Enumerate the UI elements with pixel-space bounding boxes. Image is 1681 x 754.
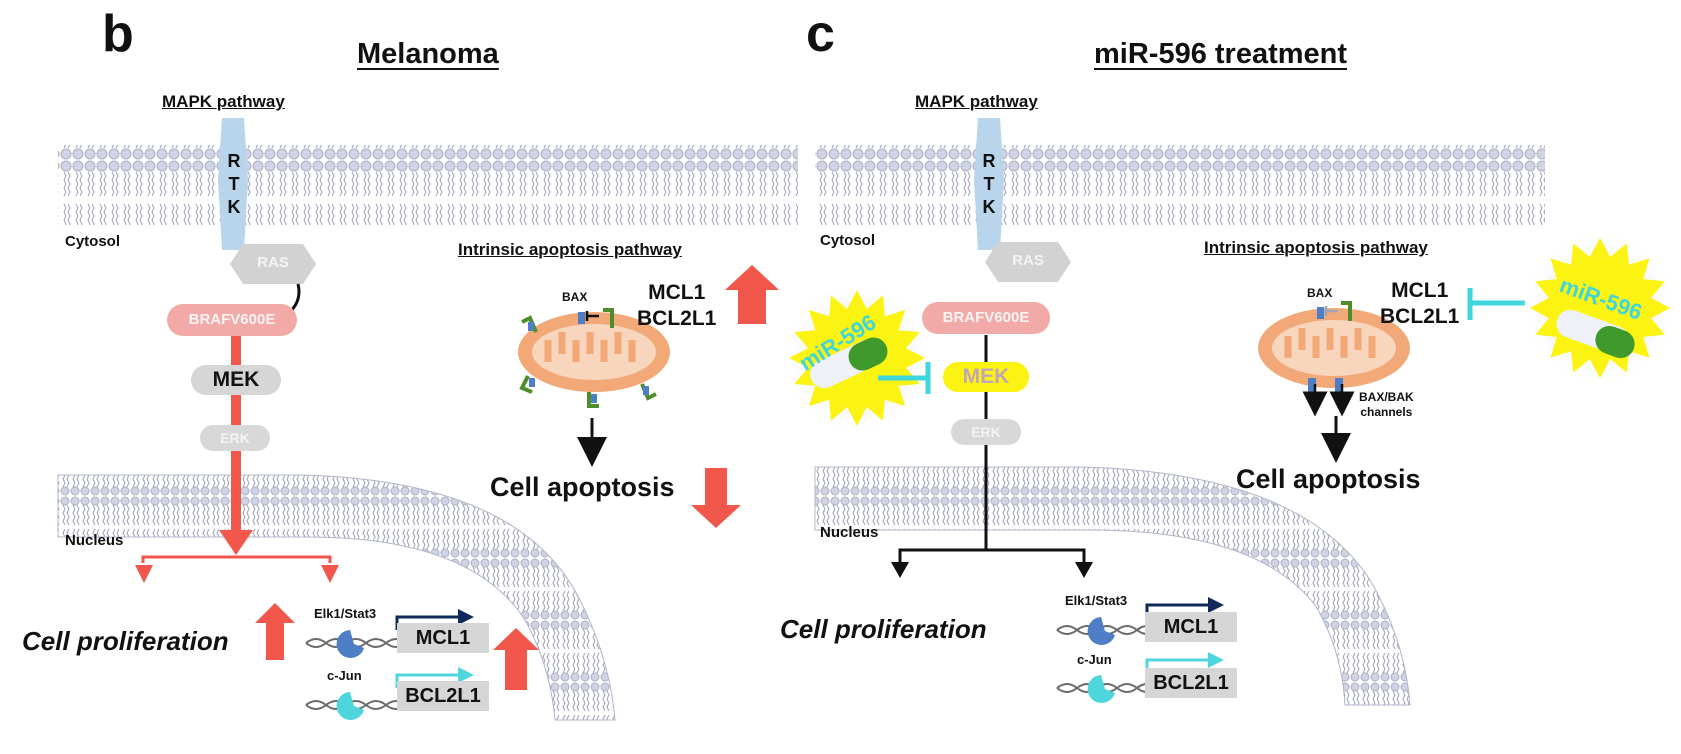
mir596-starburst-right (1520, 228, 1680, 388)
channels-label-line2: channels (1360, 405, 1413, 419)
cjun-protein-c (1087, 675, 1115, 703)
branch-lines-b (141, 555, 332, 563)
erk-to-nucleus-arrowhead-b (219, 530, 253, 555)
rtk-letter: R (227, 151, 241, 171)
apoptosis-down-arrow-b (691, 468, 741, 528)
plasma-membrane-c (815, 145, 1545, 225)
erk-to-nucleus-arrow-shaft-b (231, 450, 241, 530)
panel-b-erk-node: ERK (200, 425, 270, 451)
panel-b-genes-label: MCL1 BCL2L1 (637, 280, 716, 332)
panel-c-cytosol-label: Cytosol (820, 232, 876, 249)
panel-c-apoptosis-label: Cell apoptosis (1236, 464, 1421, 494)
bcl2-protein-top-b (603, 308, 614, 328)
bax-protein-c (1317, 307, 1324, 319)
rtk-letter: R (982, 151, 996, 171)
panel-c-channels-label: BAX/BAK channels (1359, 390, 1414, 420)
rtk-letter: T (228, 174, 240, 194)
mcl1-transcription-arrowhead-c (1208, 597, 1224, 613)
gene-label-bcl2l1: BCL2L1 (637, 307, 717, 330)
nuclear-membrane-b (57, 474, 616, 721)
branch-arrowhead-right-c (1075, 562, 1093, 578)
mir596-inhibits-genes-symbol (1467, 288, 1525, 320)
panel-b-title: Melanoma (357, 38, 499, 70)
panel-c-ras-label: RAS (1012, 252, 1044, 269)
panel-c-rtk-label: R T K (979, 150, 999, 219)
panel-b-rtk-label: R T K (224, 150, 244, 219)
gene-label-mcl1: MCL1 (1391, 279, 1449, 302)
mir596-starburst-left (779, 280, 935, 436)
branch-lines-c (898, 548, 1086, 562)
panel-b-apoptosis-label: Cell apoptosis (490, 472, 675, 502)
branch-arrowhead-left-c (891, 562, 909, 578)
elk1-stat3-protein-b (336, 630, 364, 658)
branch-arrowhead-left-b (135, 565, 153, 583)
mir596-inhibits-mek-symbol (878, 362, 931, 394)
panel-c-bcl2l1-gene-box: BCL2L1 (1145, 668, 1237, 698)
genes-up-arrow-b (725, 265, 779, 324)
mitochondrion-cristae-b (544, 332, 636, 362)
panel-c-erk-node: ERK (951, 419, 1021, 445)
rtk-letter: K (227, 197, 241, 217)
bax-bak-channels-c (1302, 378, 1355, 417)
gene-label-bcl2l1: BCL2L1 (1380, 305, 1460, 328)
panel-b-mcl1-gene-box: MCL1 (397, 623, 489, 653)
panel-c-tf1-label: Elk1/Stat3 (1065, 593, 1128, 608)
panel-b-tf2-label: c-Jun (327, 668, 362, 683)
rtk-letter: T (983, 174, 995, 194)
panel-b-ras-label: RAS (257, 254, 289, 271)
panel-c-mapk-label: MAPK pathway (915, 92, 1038, 111)
rtk-letter: K (982, 197, 996, 217)
ras-hexagon-c (985, 242, 1071, 282)
branch-arrowhead-right-b (321, 565, 339, 583)
panel-b-tf1-label: Elk1/Stat3 (314, 606, 377, 621)
proliferation-up-arrow (255, 603, 295, 660)
rtk-receptor-b (218, 118, 248, 250)
cjun-protein-b (336, 692, 364, 720)
panel-c-bax-label: BAX (1307, 286, 1333, 300)
panel-b-mapk-label: MAPK pathway (162, 92, 285, 111)
bax-in-complexes-b (528, 322, 649, 403)
gene-label-mcl1: MCL1 (648, 281, 706, 304)
panel-c-letter: c (806, 5, 835, 63)
panel-b-letter: b (102, 5, 134, 63)
transcription-up-arrow (493, 628, 539, 690)
panel-b-nucleus-label: Nucleus (65, 532, 124, 549)
plasma-membrane-b (58, 145, 798, 225)
bax-inhibition-symbol-b (585, 311, 599, 321)
elk1-stat3-protein-c (1087, 617, 1115, 645)
panel-b-cytosol-label: Cytosol (65, 233, 121, 250)
bcl2-protein-top-c (1341, 301, 1352, 321)
panel-b-bcl2l1-gene-box: BCL2L1 (397, 681, 489, 711)
starburst-shape (1530, 238, 1670, 378)
panel-b-apoptosis-pathway-label: Intrinsic apoptosis pathway (458, 240, 682, 259)
bax-protein-b (578, 312, 585, 324)
panel-c-proliferation-label: Cell proliferation (780, 614, 987, 644)
panel-c-nucleus-label: Nucleus (820, 524, 879, 541)
mcl1-transcription-arrowhead-b (458, 609, 474, 625)
ras-hexagon-b (230, 244, 316, 284)
panel-c-braf-node: BRAFV600E (922, 302, 1050, 334)
panel-c-mek-node: MEK (943, 362, 1029, 392)
panel-c-mcl1-gene-box: MCL1 (1145, 612, 1237, 642)
nuclear-membrane-c (814, 466, 1411, 706)
bcl2l1-transcription-arrowhead-b (458, 667, 474, 683)
panel-b-mek-node: MEK (191, 365, 281, 395)
panel-c-apoptosis-pathway-label: Intrinsic apoptosis pathway (1204, 238, 1428, 257)
panel-c-genes-label: MCL1 BCL2L1 (1380, 278, 1459, 330)
channels-label-line1: BAX/BAK (1359, 390, 1414, 404)
panel-c-title: miR-596 treatment (1094, 38, 1348, 70)
panel-c-tf2-label: c-Jun (1077, 652, 1112, 667)
bax-inhibition-faded-c (1324, 306, 1338, 316)
panel-b-proliferation-label: Cell proliferation (22, 626, 229, 656)
mitochondrion-cristae-c (1284, 328, 1376, 358)
bcl2l1-transcription-arrowhead-c (1208, 652, 1224, 668)
panel-b-braf-node: BRAFV600E (167, 304, 297, 336)
rtk-receptor-c (974, 118, 1004, 250)
panel-b-bax-label: BAX (562, 290, 588, 304)
